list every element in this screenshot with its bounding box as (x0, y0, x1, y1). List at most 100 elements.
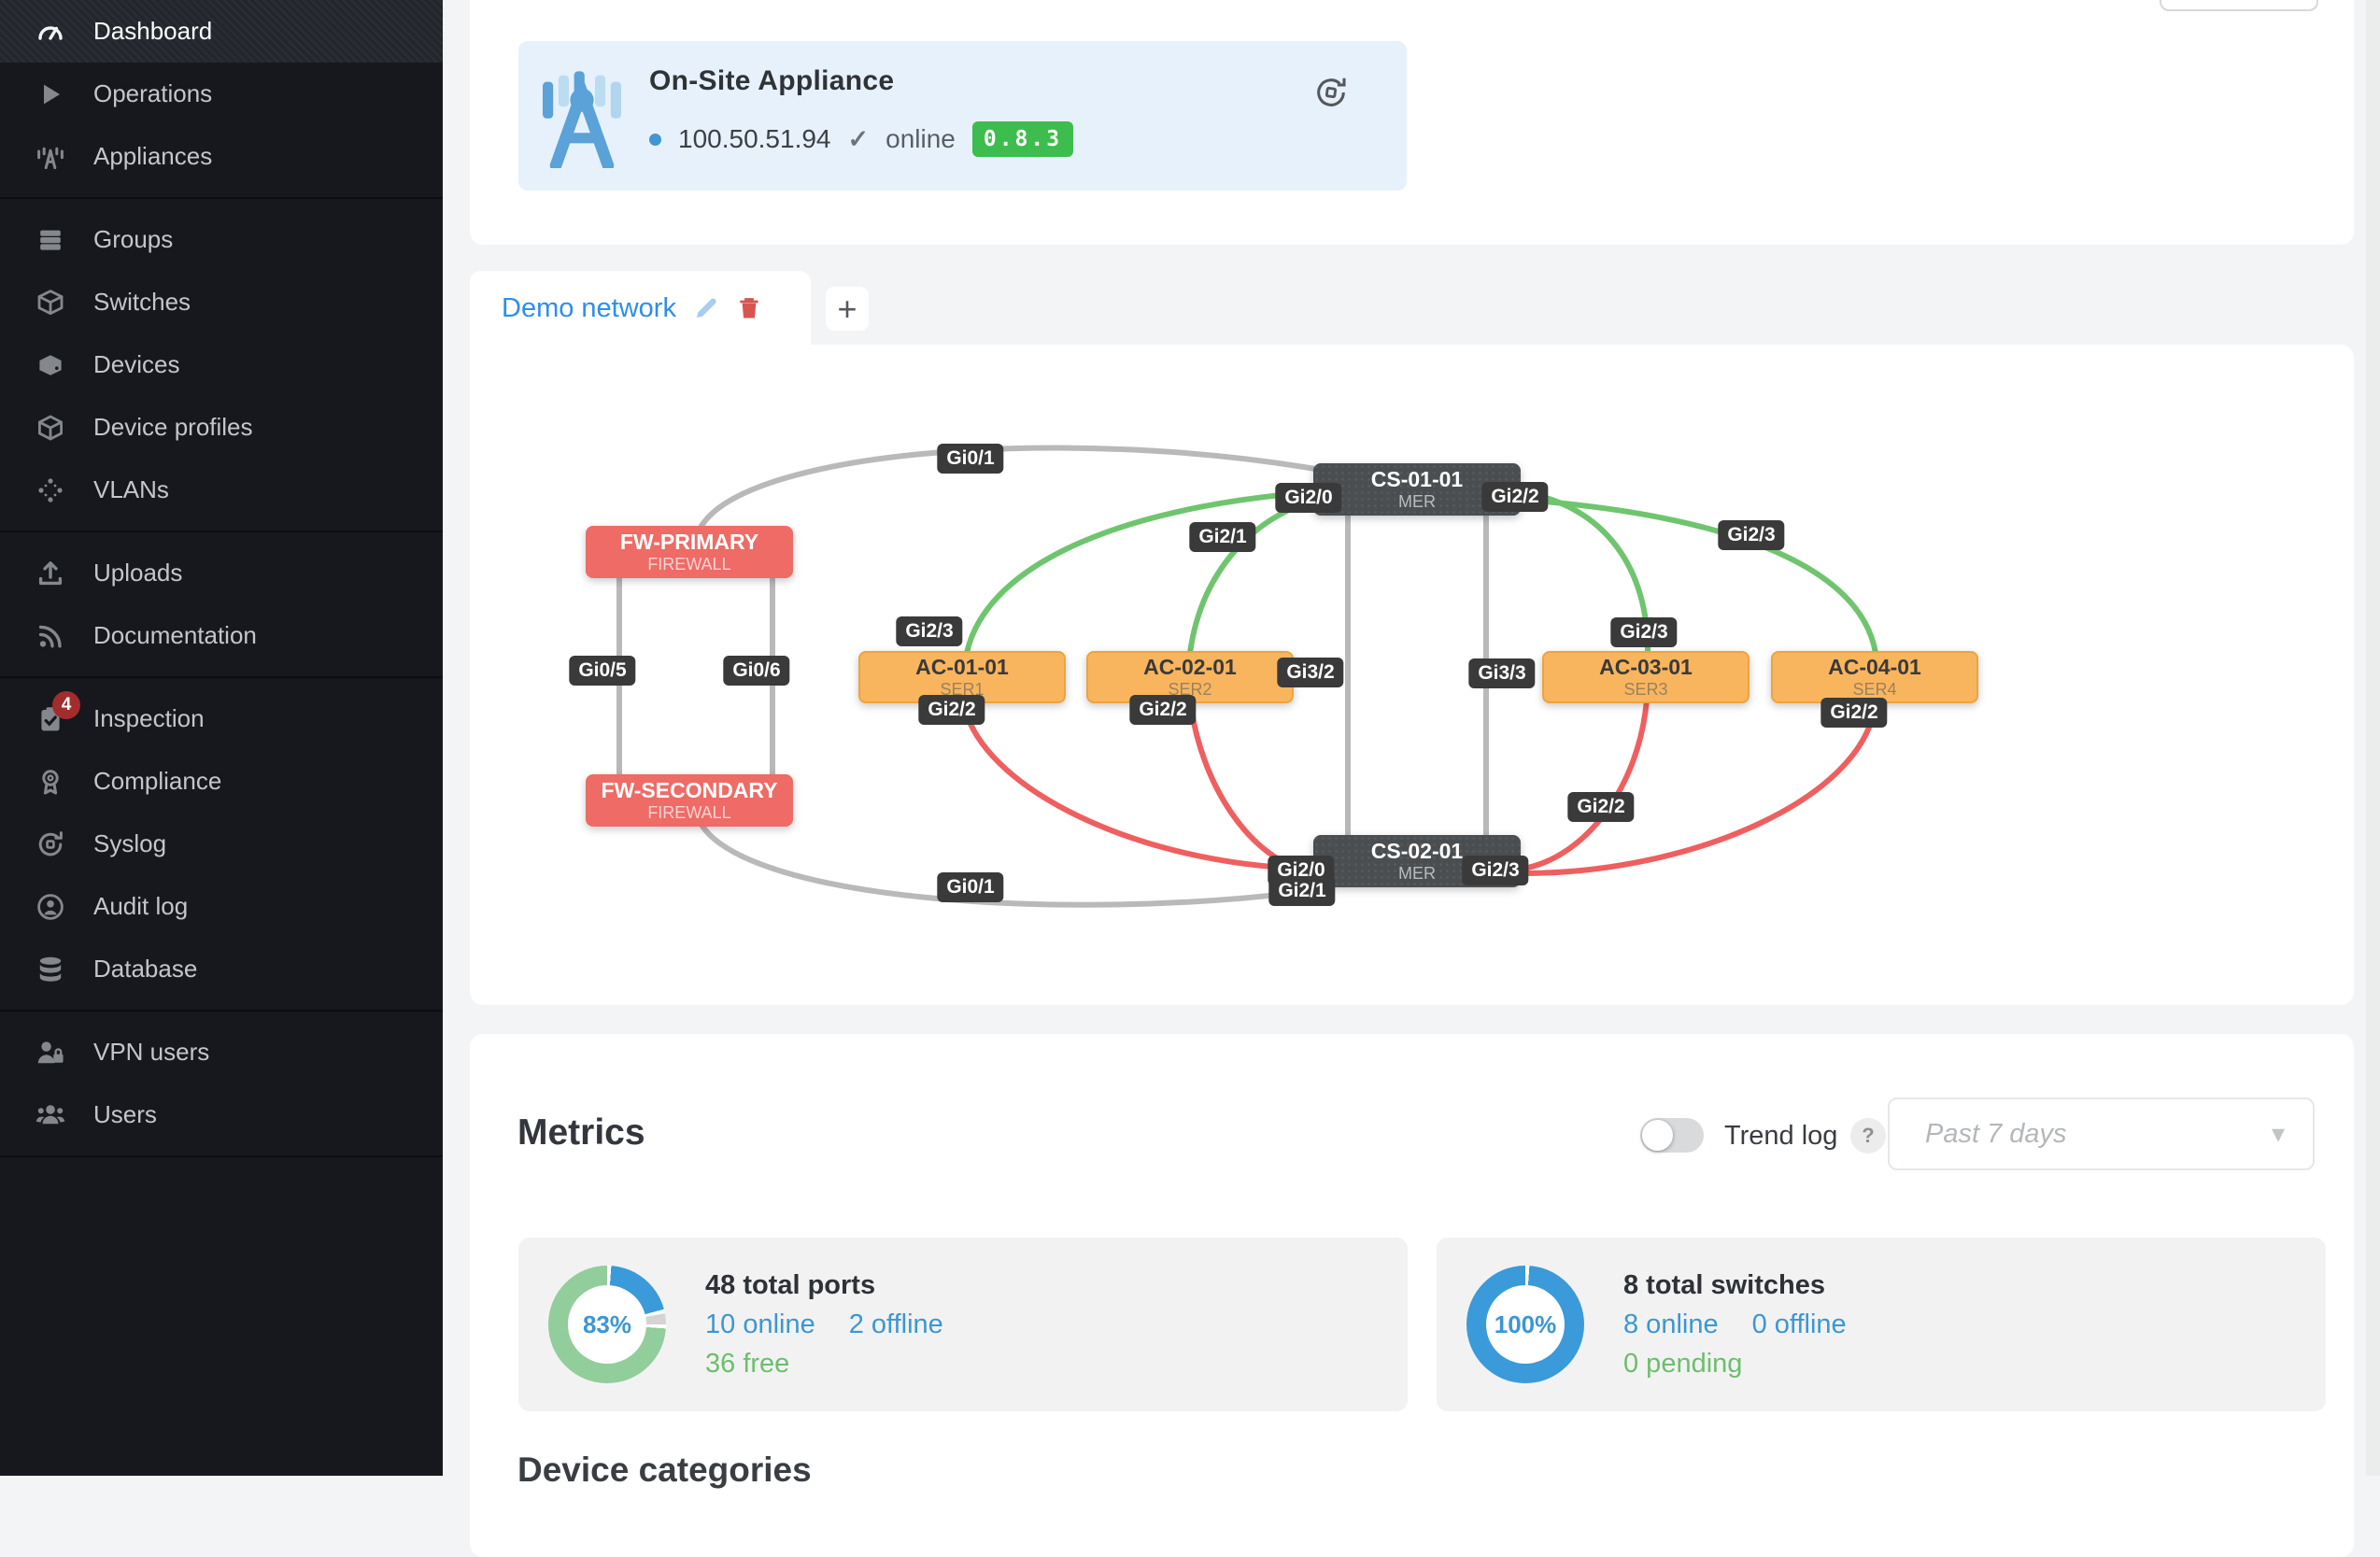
node-title: CS-02-01 (1370, 839, 1464, 864)
sidebar-item-operations[interactable]: Operations (0, 63, 443, 125)
antenna-icon (34, 140, 67, 174)
sidebar-item-vpn-users[interactable]: VPN users (0, 1021, 443, 1083)
edit-pencil-icon[interactable] (693, 295, 719, 321)
rss-icon (34, 619, 67, 653)
sidebar-item-inspection[interactable]: 4 Inspection (0, 687, 443, 750)
help-icon[interactable]: ? (1850, 1118, 1886, 1154)
appliance-ip: 100.50.51.94 (678, 124, 831, 153)
trend-log-label: Trend log (1724, 1121, 1838, 1151)
node-subtitle: SER1 (940, 679, 985, 699)
sidebar-item-label: VPN users (93, 1038, 210, 1066)
sidebar-item-database[interactable]: Database (0, 938, 443, 1000)
metric-stat: 0 pending (1623, 1348, 1743, 1379)
sidebar-item-uploads[interactable]: Uploads (0, 542, 443, 604)
port-label: Gi0/1 (937, 444, 1004, 474)
sidebar-item-audit-log[interactable]: Audit log (0, 875, 443, 938)
time-range-select[interactable]: Past 7 days ▾ (1888, 1097, 2315, 1170)
link-red (1521, 697, 1650, 871)
sidebar-item-label: Devices (93, 350, 180, 378)
sidebar-item-documentation[interactable]: Documentation (0, 604, 443, 667)
node-title: FW-PRIMARY (619, 530, 759, 555)
sidebar-item-label: Documentation (93, 621, 257, 649)
sidebar-item-appliances[interactable]: Appliances (0, 125, 443, 188)
port-label: Gi2/1 (1268, 876, 1336, 906)
port-label: Gi2/2 (1567, 792, 1635, 822)
node-title: CS-01-01 (1370, 467, 1464, 492)
appliance-status: online (885, 124, 956, 153)
sidebar-item-compliance[interactable]: Compliance (0, 750, 443, 813)
partial-button[interactable] (2160, 0, 2318, 11)
add-network-tab-button[interactable]: + (826, 287, 869, 331)
device-box-icon (34, 348, 67, 382)
sidebar-item-dashboard[interactable]: Dashboard (0, 0, 443, 63)
switch-cube-icon (34, 286, 67, 319)
refresh-icon[interactable] (1313, 75, 1349, 110)
sidebar-item-devices[interactable]: Devices (0, 333, 443, 396)
donut-chart: 100% (1466, 1266, 1584, 1383)
node-subtitle: MER (1398, 863, 1436, 883)
sidebar-item-vlans[interactable]: VLANs (0, 459, 443, 521)
metrics-heading: Metrics (517, 1112, 645, 1153)
link-gray (699, 445, 1318, 529)
sidebar-item-users[interactable]: Users (0, 1083, 443, 1146)
medal-icon (34, 765, 67, 799)
node-subtitle: MER (1398, 491, 1436, 511)
trend-log-toggle[interactable] (1640, 1118, 1704, 1153)
metric-stats-row: 0 pending (1623, 1349, 1847, 1380)
check-icon: ✓ (847, 124, 870, 153)
link-red (1187, 697, 1314, 875)
port-label: Gi0/1 (937, 872, 1004, 902)
sidebar-item-label: Syslog (93, 829, 167, 857)
user-clock-icon (34, 890, 67, 924)
time-range-value: Past 7 days (1925, 1119, 2067, 1149)
stack-icon (34, 223, 67, 257)
sidebar-item-switches[interactable]: Switches (0, 271, 443, 333)
sidebar-item-label: Inspection (93, 704, 205, 732)
node-title: AC-03-01 (1599, 655, 1693, 680)
sidebar-item-device-profiles[interactable]: Device profiles (0, 396, 443, 459)
vertical-scrollbar[interactable] (2366, 0, 2380, 1476)
appliance-card[interactable]: On-Site Appliance 100.50.51.94 ✓ online … (518, 41, 1407, 191)
port-label: Gi2/1 (1189, 522, 1256, 552)
metric-stat: 10 online (705, 1309, 815, 1339)
play-icon (34, 78, 67, 111)
metric-stat: 8 online (1623, 1309, 1719, 1339)
plus-icon: + (837, 289, 857, 328)
port-label: Gi2/2 (1481, 482, 1549, 512)
tab-label: Demo network (502, 292, 676, 323)
link-gray (699, 822, 1313, 908)
sidebar-item-syslog[interactable]: Syslog (0, 813, 443, 875)
rotate-icon (34, 828, 67, 861)
sidebar-item-label: Dashboard (93, 17, 213, 45)
node-subtitle: SER2 (1168, 679, 1212, 699)
sidebar-item-label: VLANs (93, 475, 169, 503)
appliance-title: On-Site Appliance (649, 65, 895, 96)
port-label: Gi3/3 (1468, 658, 1536, 688)
users-icon (34, 1098, 67, 1132)
metric-stats-row: 36 free (705, 1349, 943, 1380)
device-categories-heading: Device categories (517, 1451, 812, 1489)
delete-trash-icon[interactable] (736, 295, 762, 321)
sidebar-item-label: Database (93, 955, 198, 983)
clipboard-check-icon: 4 (34, 690, 80, 736)
link-red (960, 697, 1314, 871)
metric-title: 8 total switches (1623, 1269, 1825, 1300)
port-label: Gi3/2 (1277, 658, 1344, 687)
tab-demo-network[interactable]: Demo network (470, 271, 811, 346)
upload-icon (34, 557, 67, 590)
node-subtitle: SER4 (1852, 679, 1897, 699)
node-subtitle: FIREWALL (647, 802, 731, 822)
metrics-panel: Metrics Trend log ? Past 7 days ▾ 83%48 … (470, 1034, 2354, 1557)
metric-stat: 36 free (705, 1348, 790, 1379)
sidebar-item-groups[interactable]: Groups (0, 208, 443, 271)
